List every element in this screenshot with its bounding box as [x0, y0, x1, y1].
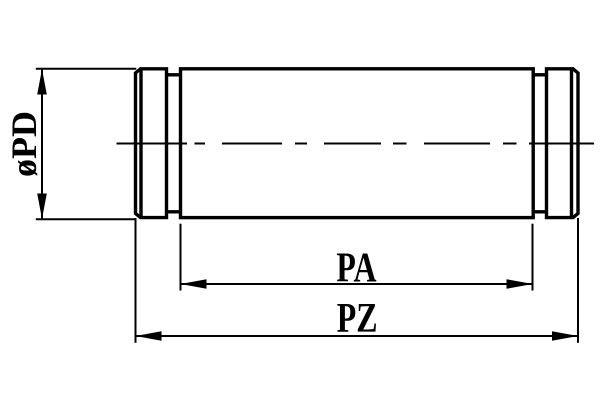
- svg-text:PA: PA: [336, 246, 376, 292]
- svg-text:PZ: PZ: [337, 296, 378, 342]
- svg-text:øPD: øPD: [4, 111, 44, 177]
